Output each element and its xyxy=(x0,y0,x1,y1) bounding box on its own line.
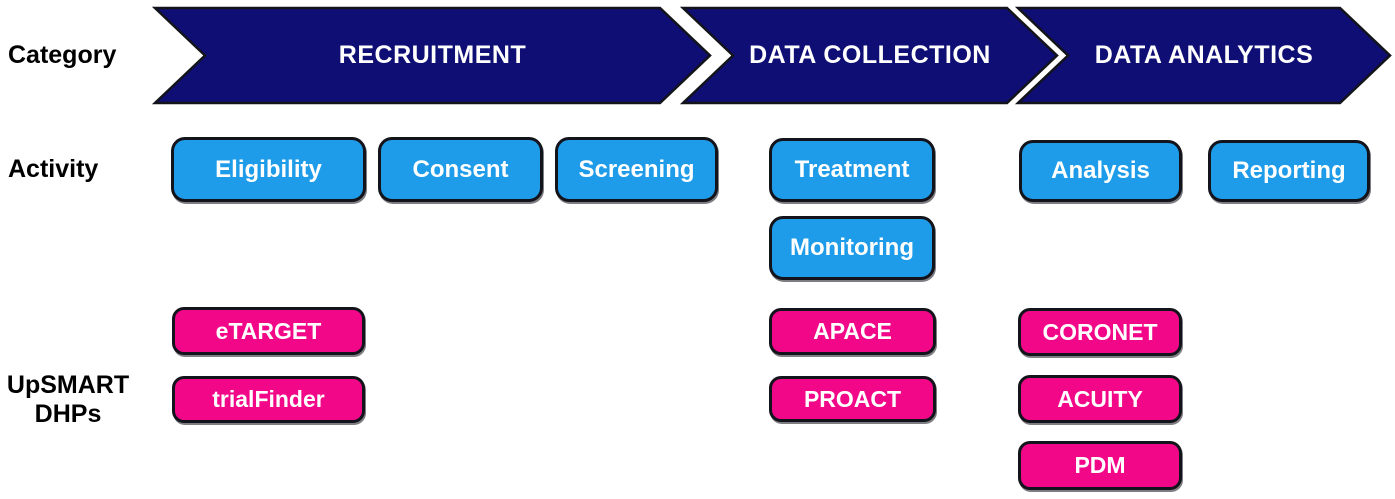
category-arrow-band xyxy=(151,6,1392,105)
dhp-box-apace: APACE xyxy=(769,308,936,355)
activity-box-treatment: Treatment xyxy=(769,138,935,202)
dhp-box-pdm: PDM xyxy=(1018,441,1182,490)
row-label-activity: Activity xyxy=(8,155,99,183)
data-collection-arrow-shape xyxy=(679,6,1059,105)
dhp-box-trialfinder: trialFinder xyxy=(172,376,365,423)
dhp-box-acuity: ACUITY xyxy=(1018,375,1182,423)
activity-box-screening: Screening xyxy=(555,137,718,202)
row-label-upsmart-dhps: UpSMART DHPs xyxy=(3,355,133,445)
activity-box-consent: Consent xyxy=(378,137,543,202)
activity-box-reporting: Reporting xyxy=(1208,140,1370,202)
row-label-category: Category xyxy=(8,41,117,69)
dhp-box-coronet: CORONET xyxy=(1018,308,1182,356)
activity-box-monitoring: Monitoring xyxy=(769,216,935,280)
row-label-upsmart: UpSMART xyxy=(6,371,130,400)
activity-box-analysis: Analysis xyxy=(1019,140,1182,202)
recruitment-arrow-shape xyxy=(151,6,712,105)
dhp-box-etarget: eTARGET xyxy=(172,307,365,355)
row-label-dhps: DHPs xyxy=(34,400,102,428)
data-analytics-arrow-shape xyxy=(1014,6,1392,105)
activity-box-eligibility: Eligibility xyxy=(171,137,366,202)
dhp-box-proact: PROACT xyxy=(769,376,936,422)
